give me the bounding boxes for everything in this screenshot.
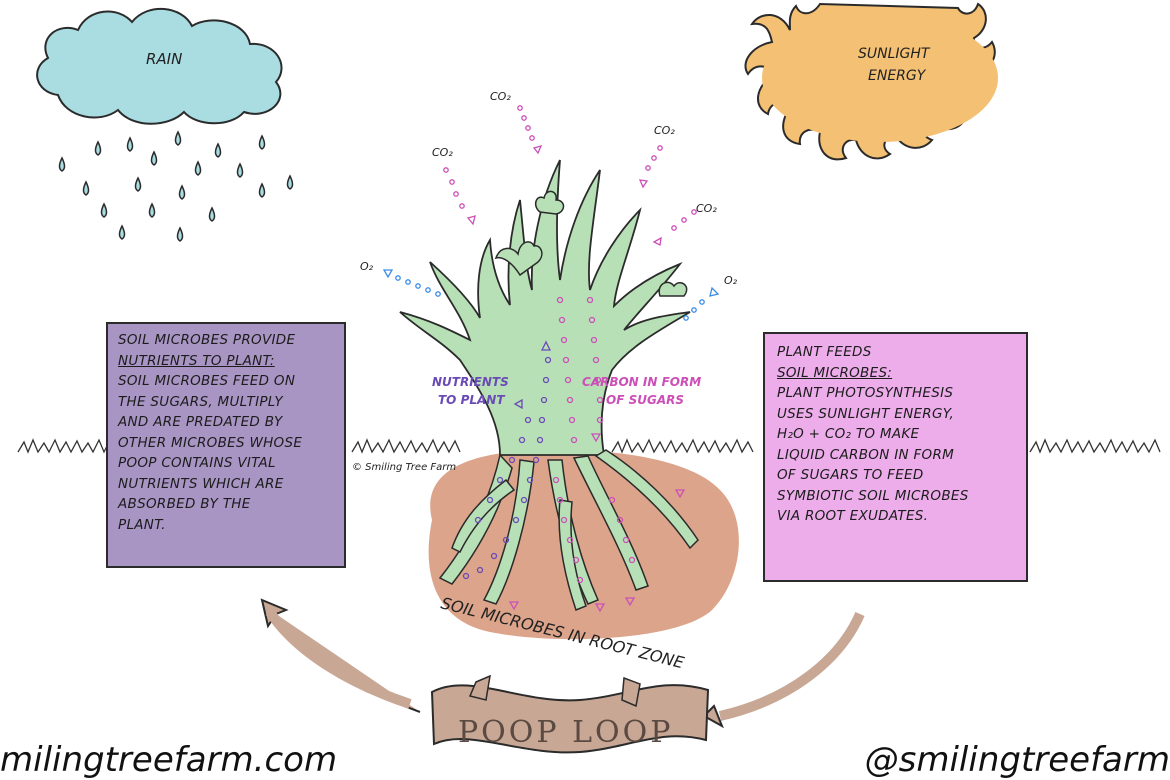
left-box-body-line1: SOIL MICROBES FEED ON [118, 371, 336, 392]
left-box-body-line5: POOP CONTAINS VITAL [118, 453, 336, 474]
raindrops [60, 132, 293, 241]
left-box-body-line8: PLANT. [118, 515, 336, 536]
right-box-body-line7: VIA ROOT EXUDATES. [777, 506, 1018, 527]
bottom-right-caption: @smilingtreefarm [865, 740, 1170, 780]
left-box-body-line6: NUTRIENTS WHICH ARE [118, 474, 336, 495]
sun-label-line2: ENERGY [868, 68, 927, 84]
nutrients-label-line2: TO PLANT [438, 393, 505, 407]
left-box-title-line1: SOIL MICROBES PROVIDE [118, 330, 336, 351]
right-box-body-line3: H₂O + CO₂ TO MAKE [777, 424, 1018, 445]
plant [400, 160, 690, 455]
right-box-title-line1: PLANT FEEDS [777, 342, 1018, 363]
right-box-body-line1: PLANT PHOTOSYNTHESIS [777, 383, 1018, 404]
right-box-body-line5: OF SUGARS TO FEED [777, 465, 1018, 486]
left-box-body-line2: THE SUGARS, MULTIPLY [118, 392, 336, 413]
left-box-body-line3: AND ARE PREDATED BY [118, 412, 336, 433]
banner-label: POOP LOOP [458, 715, 673, 750]
right-box-title-line2: SOIL MICROBES: [777, 363, 1018, 384]
o2-label-left: O₂ [360, 260, 374, 273]
carbon-label-line1: CARBON IN FORM [582, 375, 701, 389]
left-box-body-line4: OTHER MICROBES WHOSE [118, 433, 336, 454]
co2-label-far-right: CO₂ [696, 202, 717, 215]
right-box-body-line2: USES SUNLIGHT ENERGY, [777, 404, 1018, 425]
left-box-title-line2: NUTRIENTS TO PLANT: [118, 351, 336, 372]
rain-cloud: RAIN [37, 9, 281, 124]
carbon-label-line2: OF SUGARS [606, 393, 684, 407]
right-box-body-line6: SYMBIOTIC SOIL MICROBES [777, 486, 1018, 507]
left-info-box: SOIL MICROBES PROVIDE NUTRIENTS TO PLANT… [106, 322, 346, 568]
sun-label-line1: SUNLIGHT [858, 46, 931, 62]
right-box-body-line4: LIQUID CARBON IN FORM [777, 445, 1018, 466]
right-info-box: PLANT FEEDS SOIL MICROBES: PLANT PHOTOSY… [763, 332, 1028, 582]
rain-label: RAIN [146, 50, 182, 68]
poop-loop-banner: POOP LOOP [432, 676, 708, 752]
bottom-left-caption: milingtreefarm.com [0, 740, 337, 780]
nutrients-label-line1: NUTRIENTS [432, 375, 509, 389]
co2-label-top: CO₂ [490, 90, 511, 103]
o2-label-right: O₂ [724, 274, 738, 287]
co2-label-left: CO₂ [432, 146, 453, 159]
copyright-label: © Smiling Tree Farm [352, 462, 456, 473]
sun: SUNLIGHT ENERGY [745, 4, 998, 159]
left-box-body-line7: ABSORBED BY THE [118, 494, 336, 515]
co2-label-right: CO₂ [654, 124, 675, 137]
